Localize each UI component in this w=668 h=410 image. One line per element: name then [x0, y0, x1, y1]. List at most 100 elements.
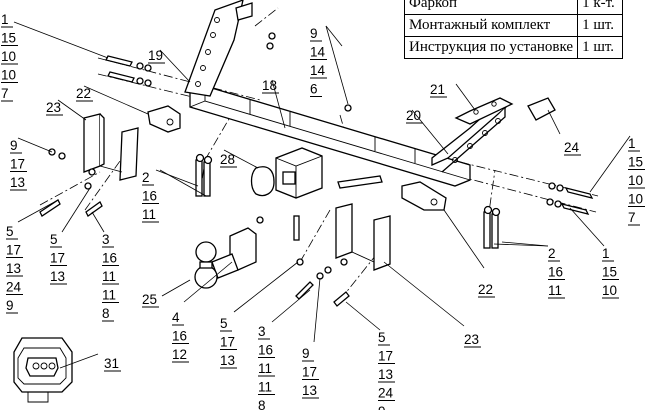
callout-number: 16: [258, 343, 273, 358]
callout-c21: 21: [430, 82, 447, 98]
callout-number: 7: [1, 86, 9, 101]
callout-number: 13: [220, 353, 235, 368]
callout-number: 17: [50, 251, 65, 266]
callout-number: 9: [6, 298, 14, 313]
callout-number: 8: [102, 306, 110, 321]
callout-number: 5: [220, 316, 228, 331]
callout-number: 10: [1, 68, 16, 83]
leader-lines: [13, 21, 631, 369]
callout-number: 24: [378, 386, 394, 401]
callout-c5d: 5 17 13 24 9: [378, 330, 395, 410]
callout-number: 10: [1, 49, 16, 64]
callout-number: 13: [50, 269, 65, 284]
callout-number: 1: [602, 246, 610, 261]
callout-number: 12: [172, 347, 187, 362]
callout-number: 13: [378, 367, 393, 382]
right-side-bracket: [431, 107, 507, 173]
callout-c3-bottom: 3 16 11 11 8: [258, 324, 275, 410]
callout-number: 9: [10, 138, 18, 153]
callout-c22-right: 22: [478, 282, 495, 298]
callout-number: 9: [310, 26, 318, 41]
callout-number: 15: [1, 31, 16, 46]
callout-number: 13: [302, 383, 317, 398]
plate-21: [454, 97, 514, 125]
callout-c23-right: 23: [464, 332, 481, 348]
bracket-24: [527, 97, 556, 121]
electrical-socket: [13, 337, 73, 403]
callout-number: 15: [628, 155, 643, 170]
callout-number: 2: [142, 170, 150, 185]
callout-number: 22: [76, 86, 91, 101]
callout-c2-left: 2 16 11: [142, 170, 159, 223]
callout-number: 3: [258, 324, 266, 339]
callout-c28: 28: [220, 152, 237, 168]
callout-c23-left: 23: [46, 100, 63, 116]
callout-number: 10: [602, 283, 617, 298]
callout-c20: 20: [406, 108, 423, 124]
main-crossbeam: [189, 85, 471, 187]
callout-number: 1: [628, 136, 636, 151]
callout-number: 11: [548, 283, 562, 298]
callout-c24: 24: [564, 140, 581, 156]
callout-number: 22: [478, 282, 493, 297]
callout-number: 9: [378, 404, 386, 410]
left-plate-22: [147, 105, 181, 133]
kit-item-qty: 1 шт.: [577, 14, 624, 37]
right-vertical-bracket: [335, 203, 391, 271]
hitch-pin: [337, 175, 383, 189]
kit-item-name: Инструкция по установке: [403, 36, 579, 59]
callout-number: 6: [310, 82, 318, 97]
callout-number: 4: [172, 310, 180, 325]
callout-number: 7: [628, 210, 636, 225]
callout-number: 13: [6, 261, 21, 276]
callout-number: 17: [6, 243, 21, 258]
callout-c22-left: 22: [76, 86, 93, 102]
callout-number: 10: [628, 173, 643, 188]
callout-number: 25: [142, 292, 157, 307]
callout-number: 5: [378, 330, 386, 345]
callout-number: 24: [564, 140, 580, 155]
bolt-sets: [39, 32, 594, 307]
callout-number: 8: [258, 398, 266, 410]
callout-number: 17: [378, 349, 393, 364]
callout-number: 16: [172, 329, 187, 344]
callout-number: 11: [142, 207, 156, 222]
callout-number: 11: [258, 380, 272, 395]
callout-number: 9: [302, 346, 310, 361]
callout-number: 11: [258, 361, 272, 376]
callout-number: 5: [50, 232, 58, 247]
callout-number: 23: [46, 100, 61, 115]
callout-number: 21: [430, 82, 445, 97]
callout-number: 17: [220, 335, 235, 350]
left-vertical-bracket: [83, 113, 139, 181]
callout-number: 14: [310, 63, 326, 78]
callout-number: 16: [548, 265, 563, 280]
callout-number: 24: [6, 280, 22, 295]
callout-number: 19: [148, 48, 163, 63]
callout-number: 5: [6, 224, 14, 239]
callout-number: 16: [102, 251, 117, 266]
callout-c5a: 5 17 13 24 9: [6, 224, 23, 314]
callout-c18: 18: [262, 78, 279, 94]
hitch-receiver: [250, 147, 323, 199]
callout-number: 20: [406, 108, 421, 123]
callout-c5b: 5 17 13: [50, 232, 67, 285]
callout-c5c: 5 17 13: [220, 316, 237, 369]
callout-number: 11: [102, 269, 116, 284]
callout-number: 28: [220, 152, 235, 167]
callout-number: 13: [10, 175, 25, 190]
kit-item-qty: 1 шт.: [577, 36, 624, 59]
right-plate-22: [401, 181, 447, 211]
callout-number: 16: [142, 189, 157, 204]
kit-item-name: Монтажный комплект: [403, 14, 579, 37]
